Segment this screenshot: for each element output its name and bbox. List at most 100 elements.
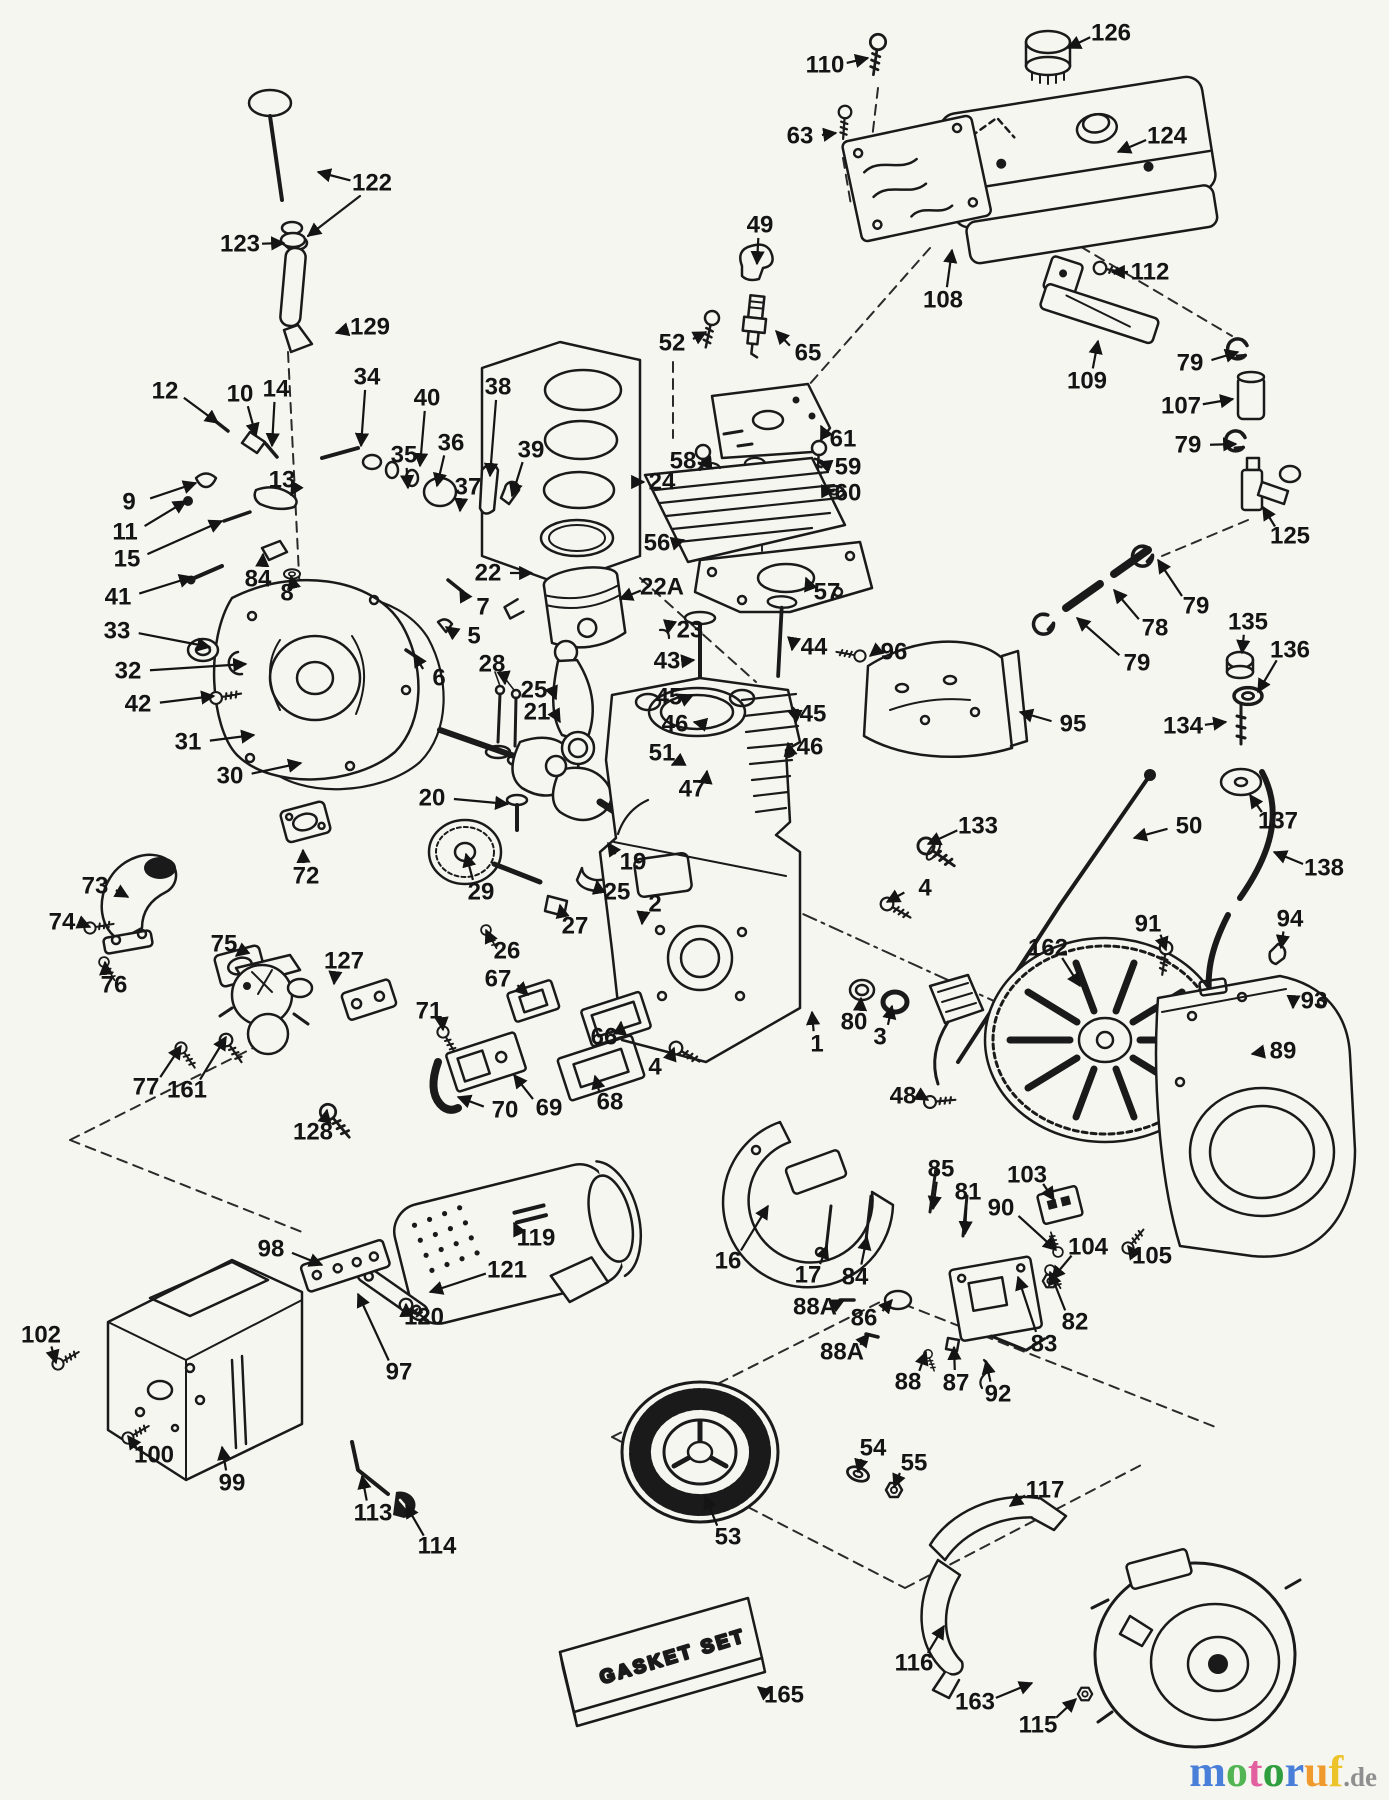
intake-gasket-72: [279, 800, 332, 844]
blower-housing: [1154, 974, 1357, 1258]
leader-line-133: [926, 829, 958, 846]
part-label-109: 109: [1067, 368, 1107, 395]
part-label-63: 63: [787, 123, 814, 150]
leader-line-75: [234, 942, 251, 957]
part-label-24: 24: [649, 469, 676, 496]
leader-line-8: [287, 574, 301, 591]
ignition-coil: [928, 973, 985, 1086]
part-label-56: 56: [644, 530, 671, 557]
leader-line-115: [1055, 1698, 1078, 1719]
part-label-9: 9: [122, 489, 135, 516]
leader-line-53: [703, 1494, 719, 1527]
oil-seal-33: [186, 637, 220, 663]
leader-line-92: [981, 1359, 996, 1383]
leader-line-39: [509, 461, 524, 498]
leader-line-42: [159, 690, 216, 705]
heat-plate-98: [299, 1238, 391, 1293]
part-label-162: 162: [1028, 935, 1068, 962]
part-label-70: 70: [492, 1097, 519, 1124]
leader-line-11: [144, 500, 188, 528]
watermark-motoruf: motoruf.de: [1189, 1750, 1377, 1794]
part-label-19: 19: [620, 849, 647, 876]
part-number-labels: 1101261246310811210979107791257978791351…: [21, 20, 1344, 1739]
part-label-76: 76: [101, 972, 128, 999]
part-label-107: 107: [1161, 393, 1201, 420]
leader-line-79: [1209, 437, 1238, 452]
leader-line-110: [846, 53, 870, 68]
part-label-117: 117: [1026, 1477, 1065, 1504]
part-label-125: 125: [1270, 523, 1310, 550]
clip-94: [1268, 942, 1287, 966]
part-label-46: 46: [662, 711, 689, 738]
part-label-33: 33: [104, 618, 131, 645]
part-label-98: 98: [258, 1236, 285, 1263]
leader-line-126: [1066, 35, 1091, 49]
part-label-5: 5: [467, 623, 480, 650]
part-label-8: 8: [280, 580, 293, 607]
leader-line-48: [913, 1087, 930, 1101]
leader-line-12: [183, 396, 220, 424]
leader-line-85: [927, 1181, 942, 1211]
leader-line-54: [854, 1457, 869, 1474]
part-label-48: 48: [890, 1083, 917, 1110]
part-label-126: 126: [1091, 20, 1131, 47]
part-label-15: 15: [114, 546, 141, 573]
part-label-74: 74: [49, 909, 76, 936]
part-label-55: 55: [901, 1450, 928, 1477]
part-label-46: 46: [797, 734, 824, 761]
part-label-40: 40: [414, 385, 441, 412]
part-label-137: 137: [1258, 808, 1298, 835]
leader-line-104: [1051, 1254, 1073, 1281]
leader-line-81: [958, 1204, 973, 1236]
leader-line-17: [815, 1244, 830, 1265]
leader-line-26: [484, 928, 498, 945]
leader-line-47: [698, 769, 713, 785]
bracket-109: [1039, 255, 1160, 345]
leader-line-78: [1113, 588, 1140, 620]
part-label-85: 85: [928, 1156, 955, 1183]
part-label-104: 104: [1068, 1234, 1109, 1261]
part-label-1: 1: [810, 1031, 823, 1058]
part-label-90: 90: [988, 1195, 1015, 1222]
watermark-letter: o: [1262, 1747, 1285, 1796]
part-label-57: 57: [814, 579, 841, 606]
part-label-36: 36: [438, 430, 465, 457]
leader-line-32: [149, 657, 248, 672]
part-label-121: 121: [487, 1257, 527, 1284]
part-label-163: 163: [955, 1689, 995, 1716]
fuel-filter-assembly: [1222, 335, 1302, 512]
leader-line-84: [857, 1235, 872, 1265]
leader-line-73: [113, 884, 130, 898]
part-label-61: 61: [830, 426, 857, 453]
part-label-105: 105: [1132, 1243, 1172, 1270]
part-label-75: 75: [211, 931, 238, 958]
part-label-39: 39: [518, 437, 545, 464]
part-label-79: 79: [1183, 593, 1210, 620]
part-label-21: 21: [524, 699, 551, 726]
leader-line-1: [805, 1010, 821, 1032]
leader-line-87: [947, 1345, 962, 1371]
tank-mount-stack: [1219, 650, 1264, 797]
leader-line-14: [265, 401, 280, 448]
part-label-103: 103: [1007, 1162, 1047, 1189]
part-label-14: 14: [263, 376, 290, 403]
leader-line-77: [159, 1044, 182, 1078]
part-label-52: 52: [659, 330, 686, 357]
part-label-161: 161: [167, 1077, 207, 1104]
seal-80: [848, 978, 876, 1002]
leader-line-49: [750, 237, 765, 266]
leader-line-96: [868, 642, 885, 657]
part-label-34: 34: [354, 364, 381, 391]
part-label-92: 92: [985, 1381, 1012, 1408]
leader-line-55: [892, 1472, 906, 1489]
leader-line-86: [878, 1298, 893, 1315]
part-label-96: 96: [881, 639, 908, 666]
leader-line-71: [434, 1016, 449, 1032]
watermark-letter: u: [1304, 1747, 1329, 1796]
leader-line-79: [1075, 617, 1121, 657]
watermark-letter: f: [1328, 1747, 1344, 1796]
cylinder-head-cover: [710, 382, 832, 460]
leader-line-27: [555, 903, 570, 920]
leader-line-123: [261, 236, 286, 251]
